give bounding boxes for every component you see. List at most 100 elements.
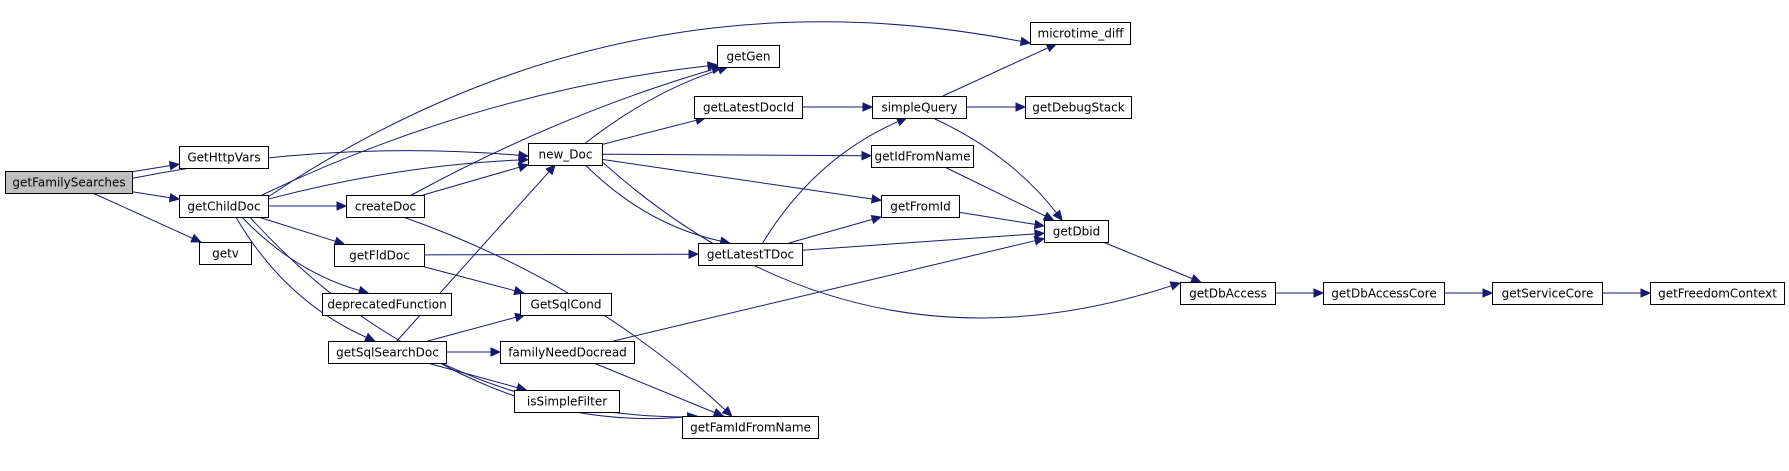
edge-line xyxy=(601,119,697,145)
node-getSqlSearchDoc[interactable]: getSqlSearchDoc xyxy=(328,341,447,364)
node-label: getDbAccess xyxy=(1189,287,1267,301)
node-familyNeedDocread[interactable]: familyNeedDocread xyxy=(500,341,635,364)
node-box[interactable] xyxy=(199,242,252,265)
arrowhead-icon xyxy=(517,162,530,172)
node-box[interactable] xyxy=(694,96,803,119)
node-label: getIdFromName xyxy=(875,150,971,164)
node-getDbAccessCore[interactable]: getDbAccessCore xyxy=(1323,282,1445,305)
node-getLatestTDoc[interactable]: getLatestTDoc xyxy=(698,243,803,266)
node-box[interactable] xyxy=(1030,22,1131,45)
edge-getFamilySearches-to-getChildDoc xyxy=(131,191,181,203)
edge-getLatestDocId-to-simpleQuery xyxy=(802,102,874,112)
node-box[interactable] xyxy=(1025,96,1132,119)
node-box[interactable] xyxy=(514,390,620,413)
node-label: getFromId xyxy=(890,200,951,214)
edge-line xyxy=(788,218,873,244)
node-getGen[interactable]: getGen xyxy=(717,45,780,68)
node-getv[interactable]: getv xyxy=(199,242,252,265)
node-box[interactable] xyxy=(871,145,974,168)
edge-line xyxy=(235,216,367,338)
node-box[interactable] xyxy=(528,143,603,166)
arrowhead-icon xyxy=(1313,288,1325,298)
node-getDbAccess[interactable]: getDbAccess xyxy=(1180,282,1276,305)
edge-getFldDoc-to-getLatestTDoc xyxy=(423,249,700,259)
node-isSimpleFilter[interactable]: isSimpleFilter xyxy=(514,390,620,413)
node-box[interactable] xyxy=(1323,282,1445,305)
edge-line xyxy=(131,191,171,199)
node-box[interactable] xyxy=(1044,220,1109,243)
node-new_Doc[interactable]: new_Doc xyxy=(528,143,603,166)
arrowhead-icon xyxy=(688,249,700,259)
edge-line xyxy=(601,158,873,200)
edge-simpleQuery-to-getDebugStack xyxy=(966,102,1027,112)
edge-getChildDoc-to-createDoc xyxy=(268,201,348,211)
edge-line xyxy=(249,216,715,418)
edge-familyNeedDocread-to-getDbid xyxy=(613,236,1046,342)
edge-line xyxy=(420,265,516,292)
arrowhead-icon xyxy=(895,117,908,127)
node-box[interactable] xyxy=(5,171,133,194)
node-box[interactable] xyxy=(1650,282,1785,305)
node-label: getLatestTDoc xyxy=(707,248,794,262)
arrowhead-icon xyxy=(490,347,502,357)
node-box[interactable] xyxy=(717,45,780,68)
node-simpleQuery[interactable]: simpleQuery xyxy=(872,96,967,119)
node-getLatestDocId[interactable]: getLatestDocId xyxy=(694,96,803,119)
arrowhead-icon xyxy=(1640,288,1652,298)
node-box[interactable] xyxy=(179,146,269,169)
edge-new_Doc-to-getLatestTDoc xyxy=(585,164,731,246)
arrowhead-icon xyxy=(1042,211,1055,221)
node-box[interactable] xyxy=(1180,282,1276,305)
edges-layer xyxy=(92,21,1652,422)
edge-getChildDoc-to-getFldDoc xyxy=(258,216,346,246)
node-getFamIdFromName[interactable]: getFamIdFromName xyxy=(682,416,819,439)
node-box[interactable] xyxy=(500,341,635,364)
node-getDbid[interactable]: getDbid xyxy=(1044,220,1109,243)
arrowhead-icon xyxy=(168,192,181,203)
edge-new_Doc-to-getLatestDocId xyxy=(601,115,707,145)
node-box[interactable] xyxy=(179,195,269,218)
node-GetHttpVars[interactable]: GetHttpVars xyxy=(179,146,269,169)
node-label: isSimpleFilter xyxy=(527,395,607,409)
node-getFldDoc[interactable]: getFldDoc xyxy=(334,244,425,267)
arrowhead-icon xyxy=(1033,219,1046,230)
node-box[interactable] xyxy=(520,293,612,316)
node-box[interactable] xyxy=(698,243,803,266)
edge-line xyxy=(942,47,1049,97)
arrowhead-icon xyxy=(364,332,376,342)
node-label: getLatestDocId xyxy=(703,101,794,115)
arrowhead-icon xyxy=(861,150,873,161)
node-label: getServiceCore xyxy=(1502,287,1594,301)
node-getFamilySearches[interactable]: getFamilySearches xyxy=(5,171,133,194)
arrowhead-icon xyxy=(1015,102,1027,112)
edge-getChildDoc-to-getSqlSearchDoc xyxy=(235,216,376,342)
edge-line xyxy=(267,21,1022,198)
edge-getChildDoc-to-microtime_diff xyxy=(267,21,1032,198)
node-box[interactable] xyxy=(322,293,452,316)
edge-line xyxy=(944,166,1046,217)
node-getFreedomContext[interactable]: getFreedomContext xyxy=(1650,282,1785,305)
node-getChildDoc[interactable]: getChildDoc xyxy=(179,195,269,218)
node-box[interactable] xyxy=(682,416,819,439)
node-deprecatedFunction[interactable]: deprecatedFunction xyxy=(322,293,452,316)
node-GetSqlCond[interactable]: GetSqlCond xyxy=(520,293,612,316)
node-getServiceCore[interactable]: getServiceCore xyxy=(1492,282,1603,305)
node-box[interactable] xyxy=(328,341,447,364)
edge-getDbid-to-getDbAccess xyxy=(1102,241,1202,283)
edge-line xyxy=(396,171,550,342)
node-box[interactable] xyxy=(881,195,960,218)
node-box[interactable] xyxy=(872,96,967,119)
node-getIdFromName[interactable]: getIdFromName xyxy=(871,145,974,168)
node-box[interactable] xyxy=(1492,282,1603,305)
node-createDoc[interactable]: createDoc xyxy=(346,195,425,218)
node-getFromId[interactable]: getFromId xyxy=(881,195,960,218)
node-getDebugStack[interactable]: getDebugStack xyxy=(1025,96,1132,119)
edge-line xyxy=(427,362,518,389)
node-microtime_diff[interactable]: microtime_diff xyxy=(1030,22,1131,45)
arrowhead-icon xyxy=(862,102,874,112)
node-box[interactable] xyxy=(346,195,425,218)
node-box[interactable] xyxy=(334,244,425,267)
edge-getDbAccess-to-getDbAccessCore xyxy=(1274,288,1325,298)
edge-line xyxy=(593,362,715,414)
